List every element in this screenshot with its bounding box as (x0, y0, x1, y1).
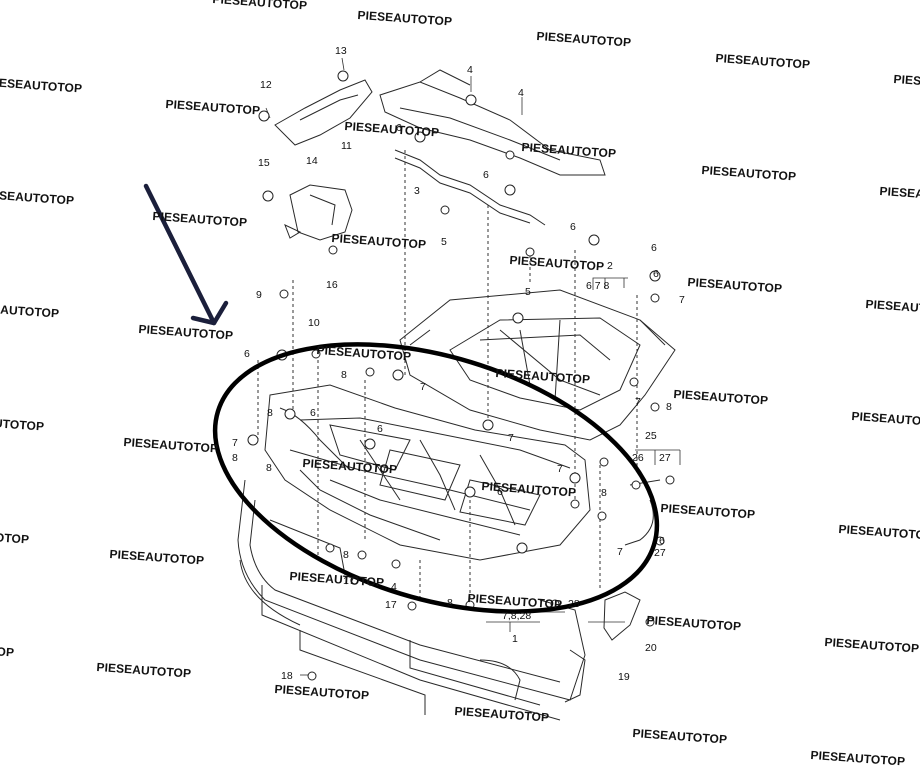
part-number: 4 (467, 64, 473, 76)
part-number: 5 (441, 236, 447, 248)
pointer-arrow (143, 183, 229, 326)
part-number: 11 (341, 140, 352, 152)
part-number: 4 (391, 581, 397, 593)
part-number: 16 (326, 279, 338, 291)
part-number: 6 (659, 535, 665, 547)
part-number: 6 (651, 242, 657, 254)
part-number: 19 (618, 671, 630, 683)
part-number: 7 (420, 381, 426, 393)
part-number: 27 (654, 547, 666, 559)
part-number: 6 (244, 348, 250, 360)
part-number: 28 (568, 598, 580, 610)
part-number: 7 (232, 437, 238, 449)
part-number: 7 (508, 432, 514, 444)
part-number: 14 (306, 155, 318, 167)
part-number: 8 (601, 487, 607, 499)
part-number: 8 (341, 369, 347, 381)
upper-engine-shield (399, 289, 676, 441)
part-number: 8 (266, 462, 272, 474)
part-number: 9 (256, 289, 262, 301)
bracket-19 (603, 591, 641, 641)
part-number: 3 (414, 185, 420, 197)
part-number: 13 (335, 45, 347, 57)
part-number: 6 (570, 221, 576, 233)
part-number: 17 (343, 575, 355, 587)
part-number: 6 (396, 122, 402, 134)
part-number: 6 (653, 268, 659, 280)
bracket-11 (274, 79, 373, 146)
part-number: 10 (308, 317, 320, 329)
part-number: 4 (518, 87, 524, 99)
part-number: 18 (281, 670, 293, 682)
part-number: 5 (525, 286, 531, 298)
part-number: 15 (258, 157, 270, 169)
highlight-ellipse (212, 342, 660, 614)
part-number: 8 (447, 597, 453, 609)
cross-member-bracket (379, 69, 606, 226)
part-number: 26 (632, 452, 644, 464)
part-number: 7 (557, 463, 563, 475)
part-number: 25 (645, 430, 657, 442)
part-number: 6 (497, 486, 503, 498)
bracket-14 (284, 184, 353, 241)
part-number: 6 (310, 407, 316, 419)
part-number: 17 (385, 599, 397, 611)
part-number: 1 (512, 633, 518, 645)
part-number: 27 (659, 452, 671, 464)
part-number: 7,8,28 (502, 610, 532, 622)
part-number: 8 (267, 407, 273, 419)
part-number: 6 (377, 423, 383, 435)
part-number: 7 (679, 294, 685, 306)
lower-engine-shield (264, 384, 591, 561)
front-bumper (237, 479, 586, 721)
part-number: 7 (635, 396, 641, 408)
part-number: 8 (343, 549, 349, 561)
part-number: 2 (607, 260, 613, 272)
part-number: 8 (666, 401, 672, 413)
part-number: 7 (617, 546, 623, 558)
part-number: 8 (232, 452, 238, 464)
part-number: 6 7 8 (586, 280, 610, 292)
part-number: 12 (260, 79, 272, 91)
part-number: 20 (645, 642, 657, 654)
part-number: 6 (483, 169, 489, 181)
